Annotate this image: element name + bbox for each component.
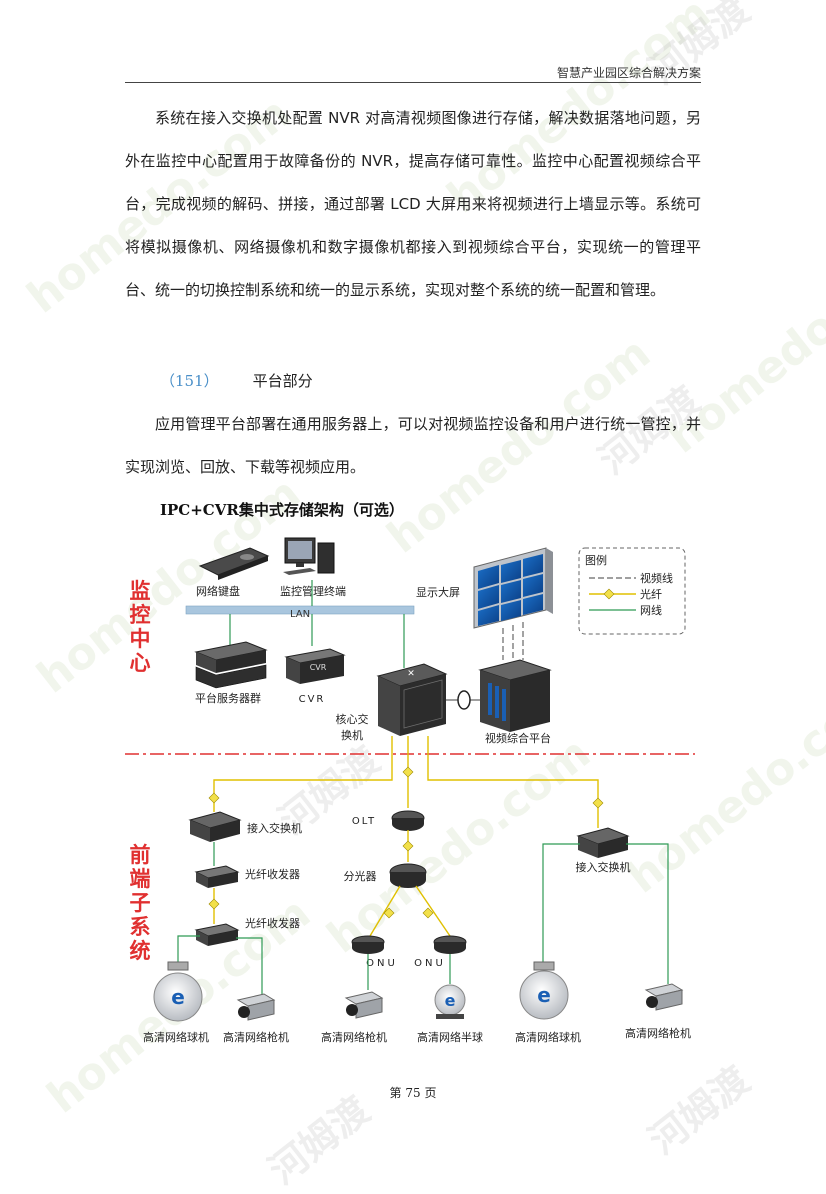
video-platform-icon [478, 659, 552, 732]
cam-dome-2-label: 高清网络球机 [515, 1030, 581, 1044]
display-label: 显示大屏 [416, 585, 460, 599]
lan-bar [185, 605, 415, 615]
paragraph-2-text: 应用管理平台部署在通用服务器上，可以对视频监控设备和用户进行统一管控，并实现浏览… [125, 415, 701, 476]
zone-char: 控 [130, 603, 151, 627]
access-switch-right-label: 接入交换机 [576, 860, 631, 874]
display-wall-icon [473, 547, 553, 629]
olt-icon [391, 810, 425, 831]
network-architecture-diagram: 监 控 中 心 前 端 子 系 统 LAN 网络键盘 监控管理终端 [125, 537, 695, 1044]
cam-gun-3-label: 高清网络枪机 [625, 1026, 691, 1040]
zone-label-frontend: 前 端 子 系 统 [130, 843, 151, 963]
cam-half-label: 高清网络半球 [417, 1030, 483, 1044]
legend-item-fiber: 光纤 [640, 587, 662, 601]
zone-char: 心 [130, 651, 151, 675]
dome-camera-icon: e [153, 961, 203, 1022]
legend: 图例 视频线 光纤 网线 [578, 547, 686, 635]
figure-title-en: IPC+CVR [160, 501, 239, 519]
keyboard-label: 网络键盘 [196, 584, 240, 598]
figure-title: IPC+CVR集中式存储架构（可选） [160, 499, 404, 520]
fiber-transceiver-label-1: 光纤收发器 [245, 867, 300, 881]
zone-char: 中 [130, 627, 151, 651]
zone-label-monitoring-center: 监 控 中 心 [130, 579, 151, 675]
page-header: 智慧产业园区综合解决方案 [125, 64, 701, 83]
paragraph-1: 系统在接入交换机处配置 NVR 对高清视频图像进行存储，解决数据落地问题，另外在… [125, 97, 701, 312]
computer-terminal-icon [283, 537, 335, 575]
cam-gun-1-label: 高清网络枪机 [223, 1030, 289, 1044]
header-title: 智慧产业园区综合解决方案 [556, 66, 701, 80]
zone-char: 监 [130, 579, 151, 603]
server-label: 平台服务器群 [195, 691, 261, 705]
cvr-label: CVR [299, 694, 326, 705]
dome-camera-icon: e [519, 961, 569, 1020]
half-dome-camera-icon: e [434, 984, 466, 1019]
paragraph-2: 应用管理平台部署在通用服务器上，可以对视频监控设备和用户进行统一管控，并实现浏览… [125, 403, 701, 489]
cvr-device-text: CVR [310, 663, 327, 672]
legend-item-network: 网线 [640, 603, 662, 617]
olt-label: OLT [352, 816, 376, 827]
lan-label: LAN [290, 609, 310, 620]
cvr-storage-icon: CVR [284, 648, 346, 684]
zone-char: 系 [130, 915, 151, 939]
legend-item-video: 视频线 [640, 571, 673, 585]
cam-dome-1-label: 高清网络球机 [143, 1030, 209, 1044]
onu-label-2: ONU [414, 958, 446, 969]
svg-text:✕: ✕ [407, 669, 415, 679]
legend-title: 图例 [585, 553, 607, 567]
zone-char: 前 [130, 843, 151, 867]
svg-text:e: e [537, 983, 551, 1007]
subsection-number: （151） [160, 372, 219, 390]
fiber-transceiver-icon [194, 865, 240, 888]
zone-char: 端 [130, 867, 151, 891]
core-switch-icon: ✕ [376, 663, 448, 736]
figure-title-cn: 集中式存储架构（可选） [238, 501, 404, 519]
page-footer: 第 75 页 [0, 1084, 826, 1101]
onu-icon [351, 935, 385, 954]
access-switch-right-icon [576, 827, 630, 858]
page-number: 第 75 页 [389, 1086, 437, 1100]
core-switch-label-1: 核心交 [336, 712, 369, 726]
core-switch-label-2: 换机 [341, 728, 363, 742]
optical-splitter-icon [389, 863, 427, 888]
access-switch-left-label: 接入交换机 [247, 821, 302, 835]
zone-char: 子 [130, 891, 151, 915]
onu-label-1: ONU [366, 958, 398, 969]
network-keyboard-icon [198, 547, 270, 580]
bullet-camera-icon [644, 983, 684, 1011]
splitter-label: 分光器 [344, 869, 377, 883]
svg-text:e: e [445, 991, 456, 1010]
subsection-heading: （151） 平台部分 [160, 366, 313, 396]
svg-text:e: e [171, 985, 185, 1009]
fiber-transceiver-label-2: 光纤收发器 [245, 916, 300, 930]
onu-icon [433, 935, 467, 954]
subsection-title: 平台部分 [252, 372, 313, 390]
paragraph-1-text: 系统在接入交换机处配置 NVR 对高清视频图像进行存储，解决数据落地问题，另外在… [125, 109, 701, 299]
terminal-label: 监控管理终端 [280, 584, 346, 598]
bullet-camera-icon [236, 993, 276, 1021]
access-switch-left-icon [188, 811, 242, 842]
video-platform-label: 视频综合平台 [485, 731, 551, 745]
server-cluster-icon [194, 641, 268, 689]
zone-char: 统 [130, 939, 151, 963]
cam-gun-2-label: 高清网络枪机 [321, 1030, 387, 1044]
bullet-camera-icon [344, 991, 384, 1019]
fiber-transceiver-icon [194, 923, 240, 946]
